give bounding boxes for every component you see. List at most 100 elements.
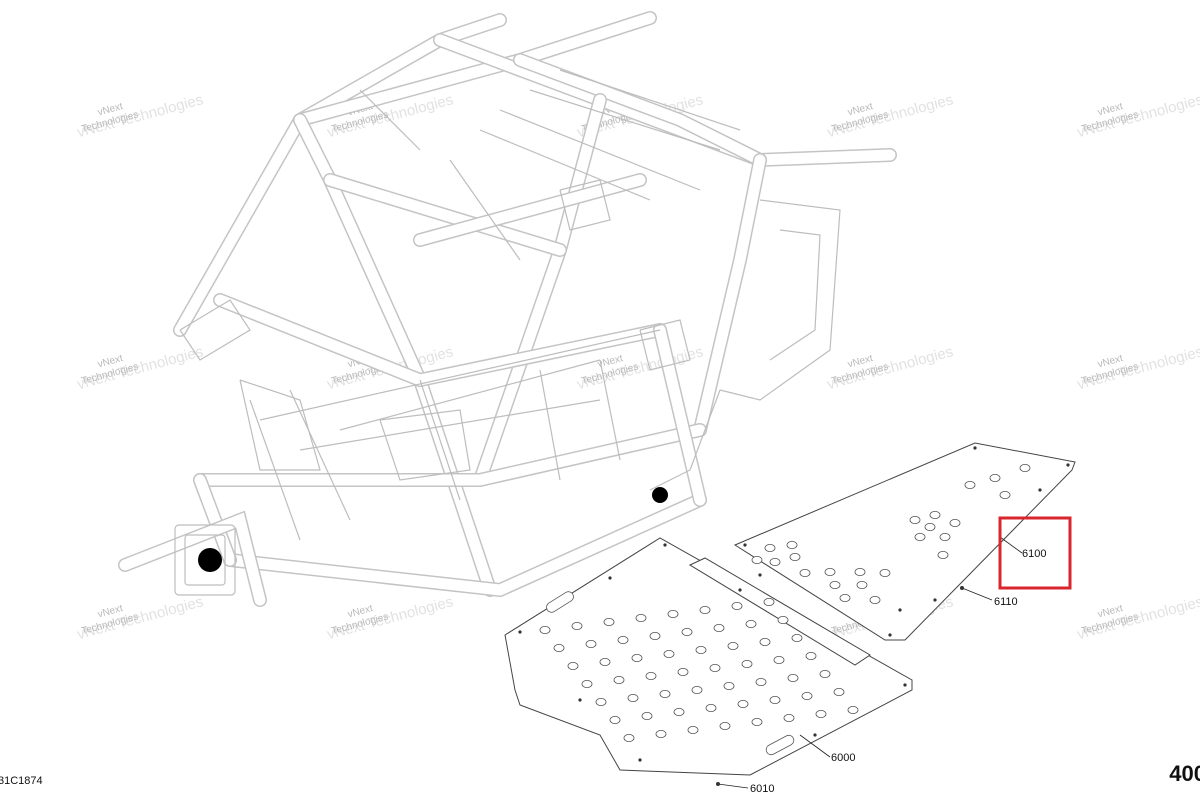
plate-hole	[667, 610, 679, 619]
highlight-box	[998, 516, 1072, 590]
plate-hole	[581, 680, 593, 689]
plate-hole	[719, 722, 731, 731]
plate-fastener	[973, 446, 977, 450]
plate-hole	[759, 638, 771, 647]
plate-hole	[751, 556, 763, 565]
plate-hole	[677, 668, 689, 677]
plate-hole	[879, 569, 891, 578]
plate-hole	[815, 710, 827, 719]
plate-hole	[786, 541, 798, 550]
plate-fastener	[608, 576, 612, 580]
plate-hole	[805, 652, 817, 661]
plate-fastener	[743, 543, 747, 547]
page-number: 400	[1169, 761, 1200, 786]
plate-hole	[723, 682, 735, 691]
vehicle-frame-drawing	[118, 11, 897, 607]
plate-fastener	[663, 543, 667, 547]
plate-hole	[731, 602, 743, 611]
plate-hole	[539, 626, 551, 635]
plate-hole	[833, 688, 845, 697]
watermark-big-text: vNext Technologies	[75, 91, 205, 141]
plate-hole	[695, 646, 707, 655]
figure-code: 31C1874	[0, 775, 43, 787]
plate-hole	[847, 706, 859, 715]
plate-fastener	[578, 698, 582, 702]
watermark-big-text: vNext Technologies	[325, 593, 455, 643]
plate-hole	[649, 632, 661, 641]
plate-hole	[613, 676, 625, 685]
plate-hole	[763, 598, 775, 607]
plate-hole	[939, 533, 951, 542]
skid-plate-6100	[733, 442, 1076, 641]
plate-hole	[777, 616, 789, 625]
plate-fastener	[933, 598, 937, 602]
plate-hole	[663, 650, 675, 659]
plate-hole	[631, 654, 643, 663]
plate-hole	[595, 698, 607, 707]
plate-hole	[924, 523, 936, 532]
plate-hole	[764, 544, 776, 553]
plate-hole	[567, 662, 579, 671]
plate-fastener	[888, 633, 892, 637]
plate-fastener	[898, 608, 902, 612]
watermark-big-text: vNext Technologies	[825, 91, 955, 141]
plate-hole	[609, 716, 621, 725]
plate-hole	[741, 660, 753, 669]
callout-6110[interactable]: 6110	[994, 596, 1018, 608]
plate-hole	[687, 726, 699, 735]
plate-fastener	[518, 630, 522, 634]
plate-hole	[929, 510, 941, 519]
plate-hole	[914, 533, 926, 542]
plate-hole	[829, 581, 841, 590]
callout-leaders	[716, 536, 1023, 789]
plate-hole	[999, 490, 1011, 499]
plate-hole	[705, 704, 717, 713]
callout-6010[interactable]: 6010	[750, 783, 774, 795]
plate-fastener	[1066, 463, 1070, 467]
plate-hole	[673, 708, 685, 717]
plate-hole	[713, 624, 725, 633]
plate-hole	[691, 686, 703, 695]
plate-hole	[799, 569, 811, 578]
plate-hole	[635, 614, 647, 623]
plate-hole	[571, 622, 583, 631]
plate-hole	[623, 734, 635, 743]
skid-plate-6000	[504, 537, 913, 776]
plate-hole	[751, 718, 763, 727]
plate-hole	[627, 694, 639, 703]
plate-hole	[585, 640, 597, 649]
plate-hole	[709, 664, 721, 673]
plate-hole	[659, 690, 671, 699]
plate-fastener	[738, 588, 742, 592]
plate-hole	[937, 551, 949, 560]
plate-hole	[791, 634, 803, 643]
callout-6000[interactable]: 6000	[831, 752, 855, 764]
plate-hole	[819, 670, 831, 679]
plate-hole	[773, 656, 785, 665]
plate-hole	[839, 594, 851, 603]
plate-hole	[909, 516, 921, 525]
plate-hole	[603, 618, 615, 627]
plate-hole	[783, 714, 795, 723]
plate-hole	[856, 581, 868, 590]
callout-6100[interactable]: 6100	[1022, 548, 1046, 560]
plate-hole	[801, 692, 813, 701]
plate-fastener	[758, 573, 762, 577]
plate-hole	[787, 674, 799, 683]
plate-hole	[681, 628, 693, 637]
plate-fastener	[638, 758, 642, 762]
plate-hole	[699, 606, 711, 615]
plate-hole	[737, 700, 749, 709]
plate-hole	[869, 596, 881, 605]
plate-hole	[989, 473, 1001, 482]
plate-hole	[645, 672, 657, 681]
watermark-big-text: vNext Technologies	[75, 593, 205, 643]
